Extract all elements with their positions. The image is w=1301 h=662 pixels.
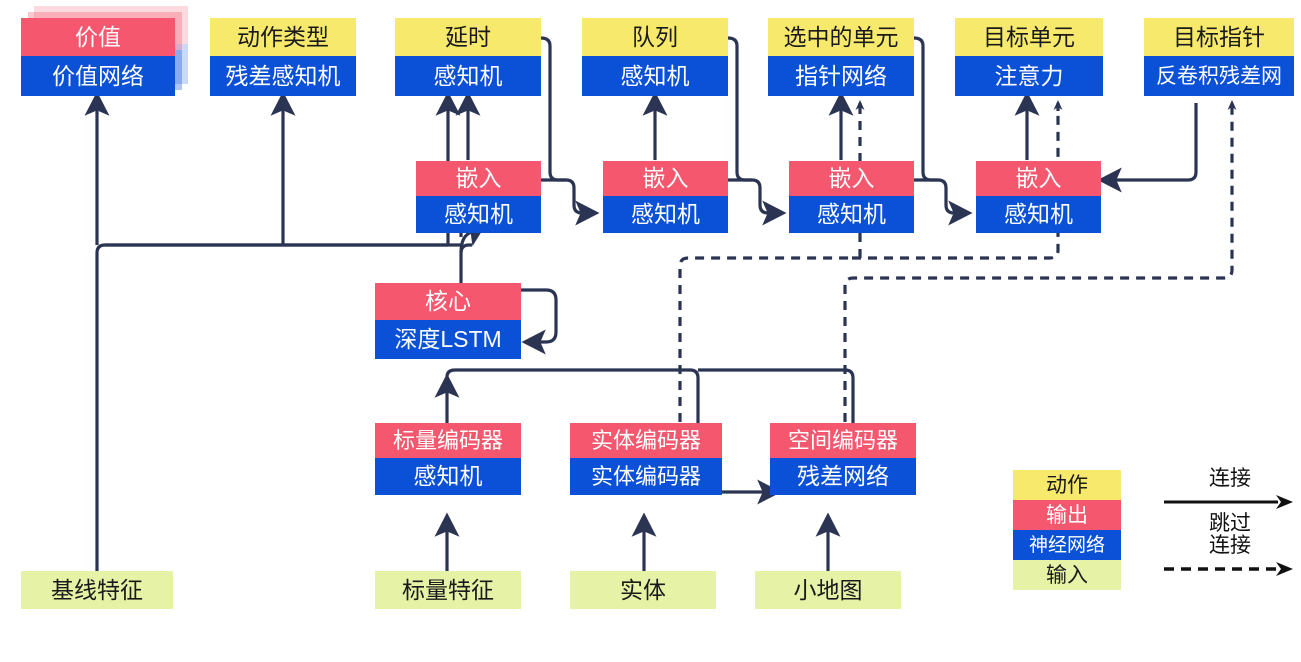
head-target-unit-top: 目标单元 (955, 18, 1103, 56)
head-action-type-top: 动作类型 (210, 18, 356, 56)
block-scalar-encoder[interactable]: 标量编码器 感知机 (375, 423, 521, 495)
block-embed-3[interactable]: 嵌入 感知机 (789, 161, 914, 233)
block-embed-1[interactable]: 嵌入 感知机 (416, 161, 541, 233)
block-embed-3-top: 嵌入 (789, 161, 914, 196)
input-baseline-features[interactable]: 基线特征 (21, 571, 173, 609)
legend-skip-label-line2: 连接 (1209, 534, 1251, 558)
legend-swatch-network: 神经网络 (1013, 530, 1121, 560)
block-scalar-encoder-top: 标量编码器 (375, 423, 521, 458)
skip-arrowhead-target-unit (1053, 100, 1063, 110)
head-queued-bottom: 感知机 (582, 56, 728, 96)
wire-target-pointer-to-embed4 (1097, 103, 1198, 193)
head-delay-bottom: 感知机 (395, 56, 541, 96)
block-embed-4[interactable]: 嵌入 感知机 (976, 161, 1101, 233)
block-entity-encoder[interactable]: 实体编码器 实体编码器 (570, 423, 722, 495)
block-spatial-encoder-bottom: 残差网络 (770, 458, 916, 495)
head-selected-units-bottom: 指针网络 (768, 56, 914, 96)
wire-core-out-riser (459, 243, 472, 283)
head-value-top: 价值 (21, 18, 175, 56)
head-delay[interactable]: 延时 感知机 (395, 18, 541, 96)
block-entity-encoder-bottom: 实体编码器 (570, 458, 722, 495)
head-action-type[interactable]: 动作类型 残差感知机 (210, 18, 356, 96)
head-target-pointer[interactable]: 目标指针 反卷积残差网 (1144, 18, 1294, 96)
legend-skip-label-line1: 跳过 (1209, 511, 1251, 535)
block-entity-encoder-top: 实体编码器 (570, 423, 722, 458)
block-core-bottom: 深度LSTM (375, 320, 521, 359)
wire-delay-feedback-to-embed2 (540, 36, 566, 182)
legend-swatch-input: 输入 (1013, 560, 1121, 590)
block-embed-4-bottom: 感知机 (976, 196, 1101, 233)
input-minimap[interactable]: 小地图 (755, 571, 901, 609)
head-target-unit[interactable]: 目标单元 注意力 (955, 18, 1103, 96)
wire-queued-feedback-to-embed3 (727, 36, 752, 182)
block-scalar-encoder-bottom: 感知机 (375, 458, 521, 495)
input-scalar-features[interactable]: 标量特征 (375, 571, 521, 609)
legend-keys: 连接 跳过 连接 (1160, 467, 1300, 580)
head-selected-units-top: 选中的单元 (768, 18, 914, 56)
head-target-unit-bottom: 注意力 (955, 56, 1103, 96)
block-embed-1-top: 嵌入 (416, 161, 541, 196)
block-embed-2-top: 嵌入 (603, 161, 728, 196)
block-core[interactable]: 核心 深度LSTM (375, 283, 521, 359)
block-embed-4-top: 嵌入 (976, 161, 1101, 196)
legend-swatch-output: 输出 (1013, 500, 1121, 530)
block-embed-1-bottom: 感知机 (416, 196, 541, 233)
legend-swatch-action: 动作 (1013, 470, 1121, 500)
head-delay-top: 延时 (395, 18, 541, 56)
wire-embed1-to-embed2 (541, 178, 600, 226)
skip-arrowhead-target-pointer (1227, 100, 1237, 110)
legend-connection-label: 连接 (1209, 467, 1251, 490)
head-action-type-bottom: 残差感知机 (210, 56, 356, 96)
legend-connection-rule (1160, 491, 1300, 513)
legend-swatches: 动作 输出 神经网络 输入 (1013, 470, 1121, 590)
head-queued[interactable]: 队列 感知机 (582, 18, 728, 96)
wire-embed3-to-embed4 (914, 178, 973, 226)
wire-embed2-to-embed3 (728, 178, 787, 226)
head-queued-top: 队列 (582, 18, 728, 56)
skip-arrowhead-selected-units (855, 100, 865, 110)
block-spatial-encoder-top: 空间编码器 (770, 423, 916, 458)
block-spatial-encoder[interactable]: 空间编码器 残差网络 (770, 423, 916, 495)
block-embed-2[interactable]: 嵌入 感知机 (603, 161, 728, 233)
wire-selected-feedback-to-embed4 (913, 36, 938, 182)
head-selected-units[interactable]: 选中的单元 指针网络 (768, 18, 914, 96)
head-value-bottom: 价值网络 (21, 56, 175, 96)
head-target-pointer-top: 目标指针 (1144, 18, 1294, 56)
block-embed-3-bottom: 感知机 (789, 196, 914, 233)
head-value[interactable]: 价值 价值网络 (21, 18, 175, 96)
input-entities[interactable]: 实体 (570, 571, 716, 609)
head-target-pointer-bottom: 反卷积残差网 (1144, 56, 1294, 96)
block-embed-2-bottom: 感知机 (603, 196, 728, 233)
legend-skip-connection-rule (1160, 558, 1300, 580)
wire-core-self-loop (521, 288, 558, 355)
block-core-top: 核心 (375, 283, 521, 320)
